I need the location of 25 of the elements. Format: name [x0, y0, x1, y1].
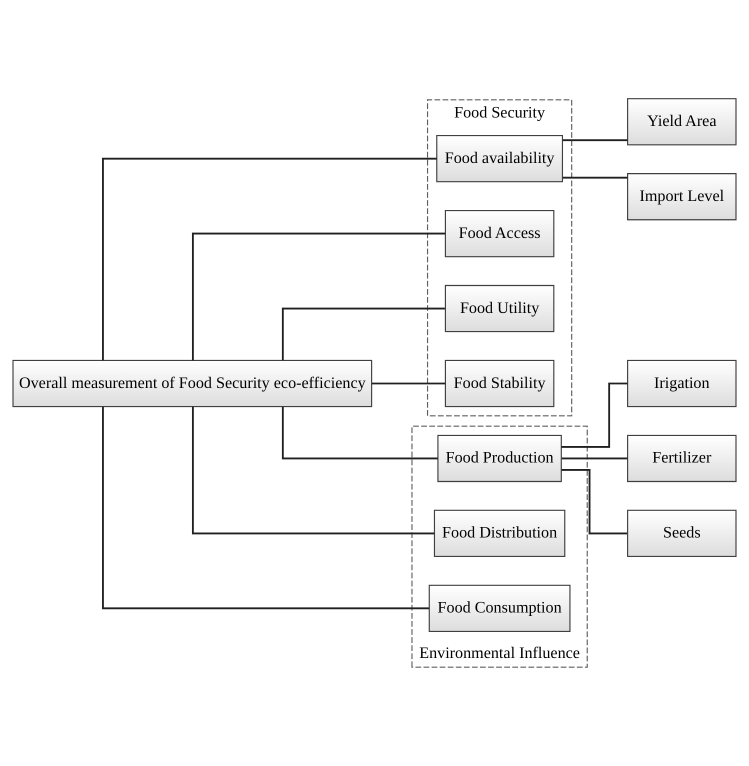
node-box: Food availability: [436, 134, 564, 182]
node-box: Food Consumption: [428, 584, 571, 632]
connector: [561, 382, 628, 448]
node-box: Yield Area: [627, 98, 737, 145]
node-box: Food Stability: [444, 359, 554, 407]
node-box: Irigation: [627, 359, 737, 407]
node-box: Food Utility: [444, 284, 554, 332]
connector: [562, 468, 628, 534]
connector: [282, 406, 438, 459]
connector: [562, 457, 628, 459]
connector: [372, 382, 446, 384]
connector: [102, 406, 430, 609]
connector: [192, 406, 434, 534]
node-box: Fertilizer: [627, 434, 737, 482]
node-box: Overall measurement of Food Security eco-efficiency: [12, 359, 372, 407]
node-box: Food Access: [444, 209, 554, 257]
node-box: Food Distribution: [434, 509, 566, 557]
connector: [562, 138, 628, 141]
node-box: Seeds: [627, 509, 737, 557]
connector: [192, 232, 446, 360]
connector: [102, 157, 437, 360]
connector: [282, 307, 445, 360]
node-box: Import Level: [627, 172, 737, 220]
connector: [562, 176, 628, 178]
node-box: Food Production: [437, 434, 562, 482]
